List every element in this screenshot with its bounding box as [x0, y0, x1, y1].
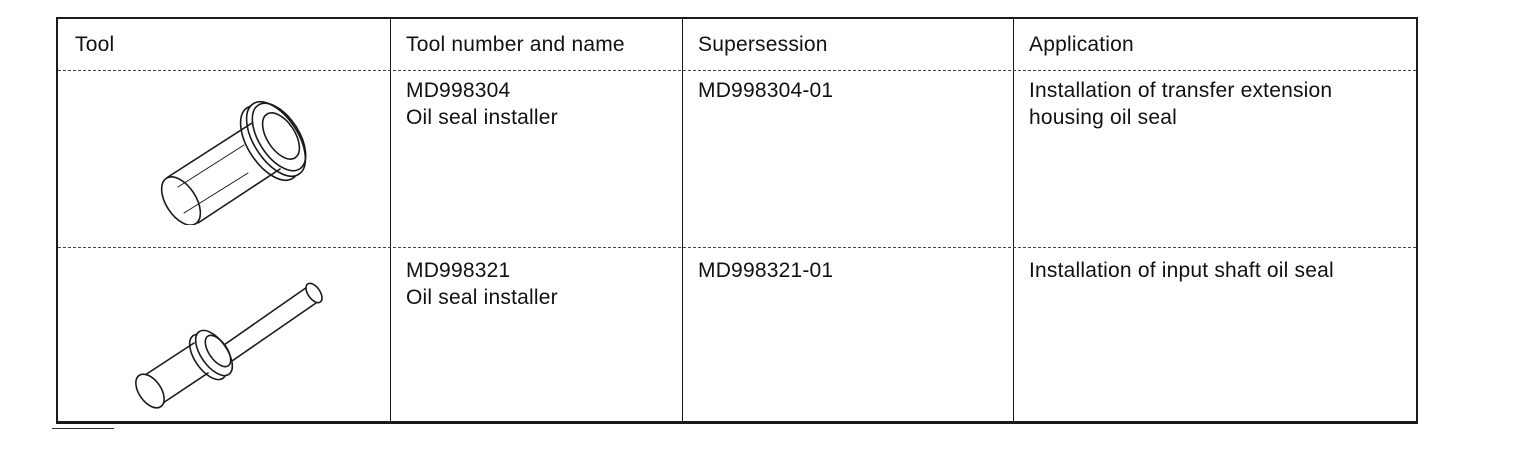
- column-divider: [390, 19, 391, 421]
- row-divider: [58, 247, 1416, 248]
- supersession-cell: MD998321-01: [698, 259, 834, 282]
- header-supersession: Supersession: [698, 33, 828, 56]
- application-line: Installation of transfer extension: [1029, 79, 1333, 102]
- tool-number: MD998304: [406, 79, 511, 102]
- oil-seal-installer-short-icon: [148, 95, 318, 225]
- supersession-cell: MD998304-01: [698, 79, 834, 102]
- header-tool: Tool: [75, 33, 115, 56]
- header-tool-number-and-name: Tool number and name: [406, 33, 625, 56]
- tool-name: Oil seal installer: [406, 106, 558, 129]
- header-application: Application: [1029, 33, 1134, 56]
- column-divider: [1013, 19, 1014, 421]
- tool-number-name-cell: MD998321 Oil seal installer: [406, 257, 558, 311]
- application-line: housing oil seal: [1029, 106, 1177, 129]
- header-row-divider: [58, 70, 1416, 71]
- column-divider: [682, 19, 683, 421]
- tool-number-name-cell: MD998304 Oil seal installer: [406, 77, 558, 131]
- application-line: Installation of input shaft oil seal: [1029, 259, 1334, 282]
- application-cell: Installation of transfer extension housi…: [1029, 77, 1332, 131]
- oil-seal-installer-long-icon: [128, 275, 338, 415]
- tool-name: Oil seal installer: [406, 286, 558, 309]
- tool-number: MD998321: [406, 259, 511, 282]
- scan-mark: [52, 428, 114, 429]
- special-tools-table: Tool Tool number and name Supersession A…: [56, 17, 1418, 424]
- application-cell: Installation of input shaft oil seal: [1029, 257, 1334, 284]
